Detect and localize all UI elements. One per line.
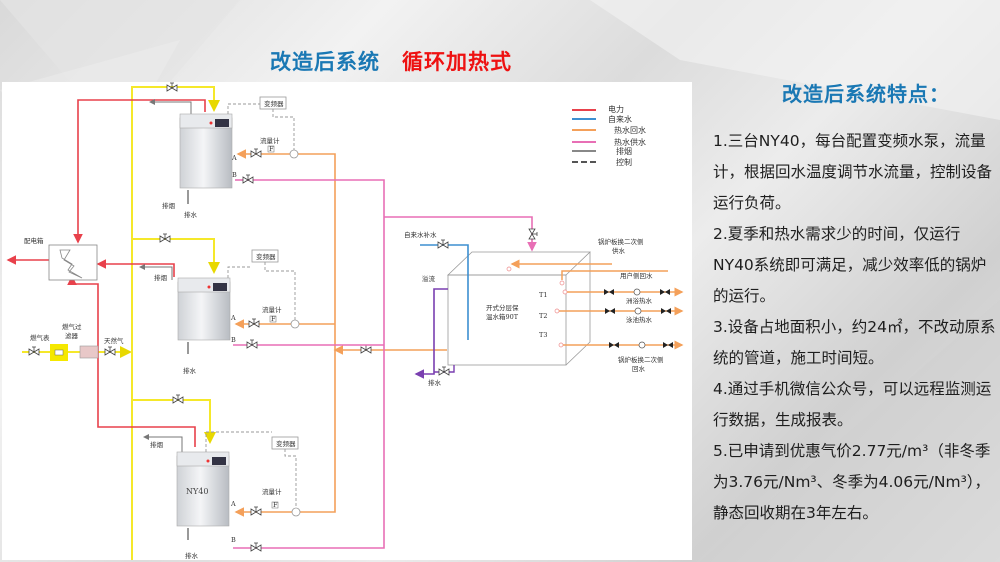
natural-gas-valve (104, 346, 116, 356)
tap-makeup-label: 自来水补水 (404, 230, 437, 239)
natural-gas-label: 天然气 (104, 336, 124, 345)
boiler-unit-1 (149, 96, 299, 204)
pool-hot-label: 泳池热水 (626, 315, 653, 324)
unit2-vfd: 变频器 (256, 252, 276, 261)
legend-label-hot-return: 热水回水 (614, 125, 646, 135)
tap-water-pipe (420, 244, 469, 340)
overflow-label: 溢流 (422, 274, 436, 283)
hot-supply-pipes (248, 179, 537, 549)
boiler-unit-2 (139, 249, 300, 354)
title-system: 改造后系统 (270, 50, 380, 74)
bath-hot-label: 洲浴热水 (626, 296, 653, 305)
legend: 电力 自来水 热水回水 热水供水 排烟 控制 (572, 104, 646, 167)
unit2-drain: 排水 (183, 366, 197, 375)
storage-tank (447, 251, 591, 366)
tank-label-2: 温水箱90T (486, 312, 519, 321)
unit3-drain: 排水 (185, 551, 199, 560)
sensor-t3: T3 (539, 331, 547, 339)
gas-meter-valve (28, 346, 40, 356)
distribution-box-label: 配电箱 (24, 236, 44, 245)
feature-item-4: 4.通过手机微信公众号，可以远程监测运行数据，生成报表。 (713, 380, 992, 429)
boiler-supply-label-1: 锅炉板换二次侧 (598, 237, 644, 246)
gas-filter-label-1: 燃气过 (62, 322, 82, 331)
distribution-box (48, 244, 98, 281)
legend-label-control: 控制 (616, 157, 632, 167)
slide-title: 改造后系统循环加热式 (270, 46, 512, 76)
tank-drain-label: 排水 (428, 378, 442, 387)
features-title: 改造后系统特点： (782, 82, 950, 106)
legend-label-exhaust: 排烟 (616, 146, 632, 156)
hot-return-pipes (292, 153, 447, 513)
unit1-port-b: B (232, 171, 237, 179)
unit3-vfd: 变频器 (276, 439, 296, 448)
unit2-port-b: B (231, 336, 236, 344)
unit3-exhaust: 排烟 (150, 440, 164, 449)
legend-label-hot-supply: 热水供水 (614, 137, 646, 147)
title-mode: 循环加热式 (402, 50, 512, 74)
unit3-flowmeter: 流量计 (262, 487, 282, 496)
unit1-vfd: 变频器 (264, 99, 284, 108)
unit3-flow-symbol: F (273, 501, 278, 509)
gas-meter-label: 燃气表 (30, 333, 50, 342)
tank-label-1: 开式分层保 (486, 303, 519, 312)
unit1-flow-symbol: F (269, 145, 274, 153)
unit1-exhaust: 排烟 (162, 201, 176, 210)
feature-item-3: 3.设备占地面积小，约24㎡，不改动原系统的管道，施工时间短。 (713, 318, 996, 367)
return-valve (360, 344, 372, 354)
unit2-flowmeter: 流量计 (262, 305, 282, 314)
boiler-return-label-1: 锅炉板换二次侧 (618, 355, 664, 364)
gas-valve (172, 394, 184, 404)
gas-valve (166, 82, 178, 92)
legend-label-tap-water: 自来水 (608, 114, 632, 124)
unit1-port-a: A (231, 154, 237, 162)
gas-valve (159, 233, 171, 243)
system-diagram: 配电箱 燃气表 燃气过 滤器 天然气 排烟 变频器 (2, 82, 692, 560)
secondary-pipes (506, 259, 684, 350)
sensor-t1: T1 (539, 291, 547, 299)
sensor-t2: T2 (539, 312, 547, 320)
legend-label-power: 电力 (608, 104, 624, 114)
unit1-drain: 排水 (184, 210, 198, 219)
power-lines (6, 99, 206, 447)
overflow-pipe (414, 288, 448, 379)
gas-filter-label-2: 滤器 (65, 331, 79, 340)
feature-item-1: 1.三台NY40，每台配置变频水泵，流量计，根据回水温度调节水流量，控制设备运行… (713, 132, 993, 212)
unit3-model: NY40 (186, 487, 208, 496)
unit3-port-b: B (231, 536, 236, 544)
unit2-port-a: A (230, 314, 236, 322)
unit2-flow-symbol: F (271, 315, 276, 323)
user-return-label: 用户侧回水 (620, 271, 653, 280)
feature-item-2: 2.夏季和热水需求少的时间，仅运行NY40系统即可满足，减少效率低的锅炉的运行。 (713, 225, 987, 305)
unit3-port-a: A (230, 500, 236, 508)
unit2-exhaust: 排烟 (154, 273, 168, 282)
supply-valve (528, 228, 538, 240)
features-list: 1.三台NY40，每台配置变频水泵，流量计，根据回水温度调节水流量，控制设备运行… (713, 126, 999, 529)
boiler-supply-label-2: 供水 (612, 246, 626, 255)
boiler-unit-3 (143, 431, 301, 552)
boiler-return-label-2: 回水 (632, 364, 646, 373)
feature-item-5: 5.已申请到优惠气价2.77元/m³（非冬季为3.76元/Nm³、冬季为4.06… (713, 442, 991, 522)
pipe-schematic: 配电箱 燃气表 燃气过 滤器 天然气 排烟 变频器 (6, 82, 684, 560)
gas-filter (79, 345, 99, 359)
unit1-flowmeter: 流量计 (260, 136, 280, 145)
